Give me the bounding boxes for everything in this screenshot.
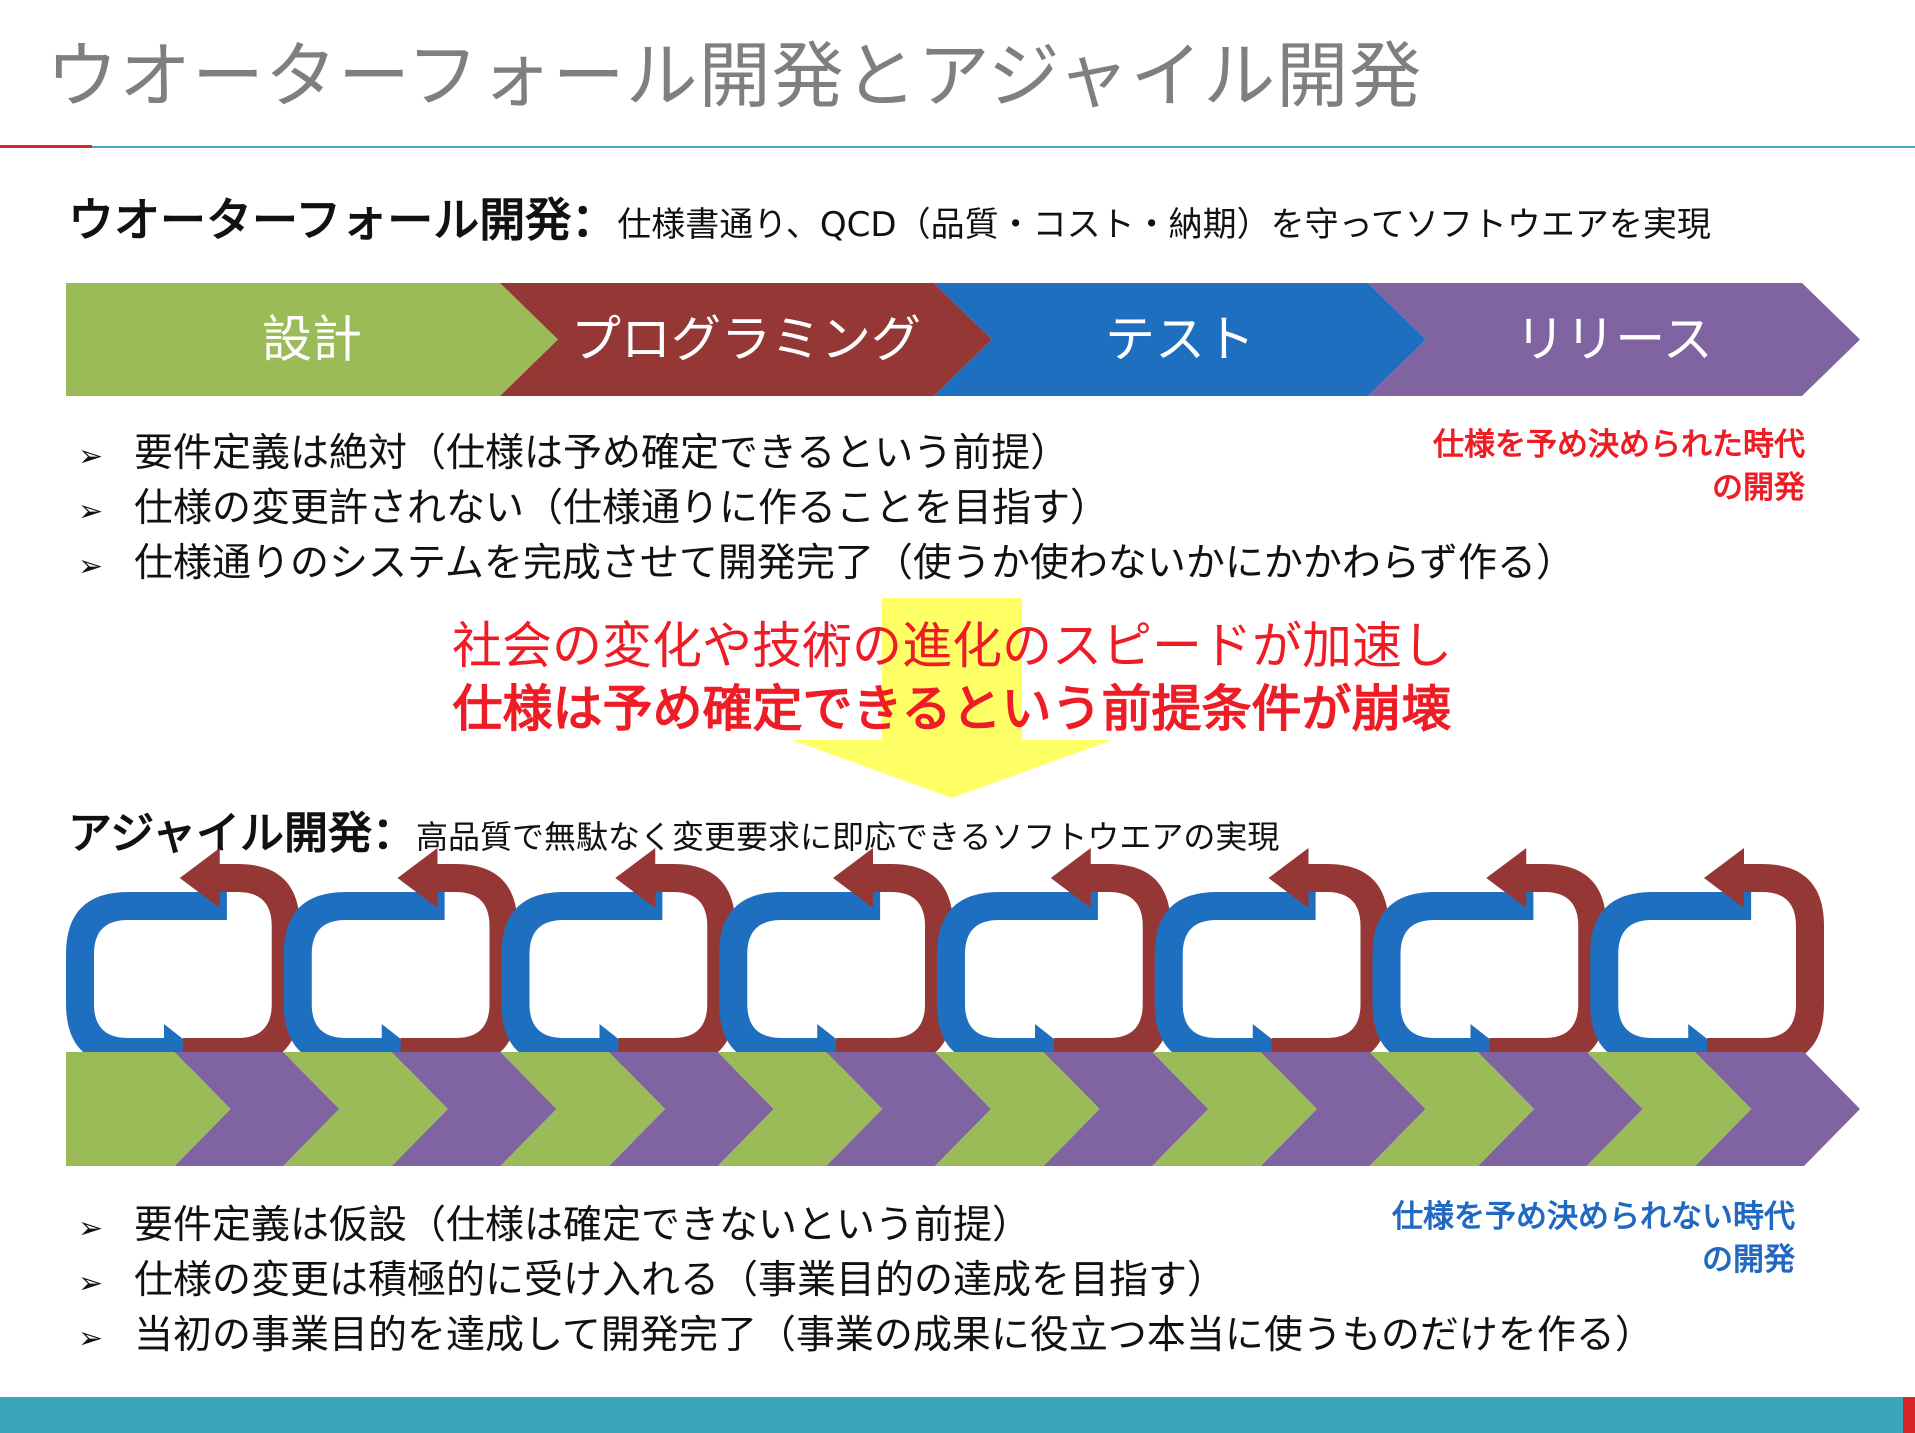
page-title: ウオーターフォール開発とアジャイル開発 (46, 34, 1423, 118)
bullet-arrow-icon: ➢ (78, 1321, 104, 1356)
chevron-segment (717, 1052, 883, 1166)
cycle-arrow-right-icon (1268, 848, 1389, 1066)
bullet-arrow-icon: ➢ (78, 494, 104, 529)
agile-era-note: 仕様を予め決められない時代 の開発 (1392, 1199, 1795, 1278)
iteration-cycle (283, 848, 518, 1084)
cycle-arrow-left-icon (1154, 892, 1316, 1084)
cycle-arrow-left-icon (719, 892, 881, 1084)
cycle-arrow-right-icon (179, 848, 300, 1066)
chevron-segment (935, 1052, 1100, 1166)
transition-line-2: 仕様は予め確定できるという前提条件が崩壊 (452, 680, 1452, 738)
agile-heading: アジャイル開発：高品質で無駄なく変更要求に即応できるソフトウエアの実現 (68, 812, 1279, 856)
transition-message: 社会の変化や技術の進化のスピードが加速し 仕様は予め確定できるという前提条件が崩… (412, 615, 1492, 741)
bullet-arrow-icon: ➢ (78, 1266, 104, 1301)
phase-label: プログラミング (571, 311, 921, 369)
phase-arrow (500, 283, 992, 396)
title-rule-blue (92, 146, 1915, 148)
agile-heading-title: アジャイル開発： (68, 808, 417, 859)
cycle-arrow-right-icon (1486, 848, 1607, 1066)
list-item: ➢仕様通りのシステムを完成させて開発完了（使うか使わないかにかかわらず作る） (78, 538, 1575, 593)
bullet-arrow-icon: ➢ (78, 1211, 104, 1246)
bullet-arrow-icon: ➢ (78, 549, 104, 584)
phase-label: テスト (1105, 311, 1255, 369)
waterfall-era-note: 仕様を予め決められた時代 の開発 (1433, 427, 1805, 506)
cycle-arrow-right-icon (1050, 848, 1171, 1066)
cycle-arrow-left-icon (66, 892, 227, 1084)
chevron-segment (1043, 1052, 1209, 1166)
chevron-segment (66, 1052, 231, 1166)
phase-arrow (66, 283, 558, 396)
cycle-arrow-right-icon (615, 848, 736, 1066)
chevron-segment (1152, 1052, 1317, 1166)
list-item: ➢要件定義は絶対（仕様は予め確定できるという前提） (78, 428, 1575, 483)
cycle-arrow-right-icon (397, 848, 518, 1066)
phase-arrow (934, 283, 1426, 396)
bullet-arrow-icon: ➢ (78, 439, 104, 474)
footer-band (0, 1397, 1915, 1433)
list-item: ➢要件定義は仮設（仕様は確定できないという前提） (78, 1200, 1654, 1255)
transition-line-1: 社会の変化や技術の進化のスピードが加速し (452, 617, 1452, 675)
iteration-cycle (719, 848, 953, 1084)
agile-bullet-list: ➢要件定義は仮設（仕様は確定できないという前提） ➢仕様の変更は積極的に受け入れ… (78, 1200, 1654, 1365)
phase-label: 設計 (262, 311, 362, 369)
chevron-segment (1586, 1052, 1752, 1166)
iteration-cycle (501, 848, 736, 1084)
cycle-arrow-left-icon (283, 892, 445, 1084)
chevron-segment (174, 1052, 340, 1166)
waterfall-heading-description: 仕様書通り、QCD（品質・コスト・納期）を守ってソフトウエアを実現 (617, 205, 1711, 245)
chevron-segment (1369, 1052, 1535, 1166)
iteration-cycle (1372, 848, 1607, 1084)
iteration-cycle (937, 848, 1171, 1084)
cycle-arrow-right-icon (833, 848, 953, 1066)
waterfall-heading: ウオーターフォール開発：仕様書通り、QCD（品質・コスト・納期）を守ってソフトウ… (68, 197, 1711, 243)
chevron-segment (283, 1052, 448, 1166)
list-item: ➢仕様の変更は積極的に受け入れる（事業目的の達成を目指す） (78, 1255, 1654, 1310)
title-rule-red (0, 145, 92, 148)
waterfall-bullet-list: ➢要件定義は絶対（仕様は予め確定できるという前提） ➢仕様の変更許されない（仕様… (78, 428, 1575, 593)
phase-label: リリース (1515, 311, 1713, 369)
down-arrow-icon (792, 598, 1112, 798)
cycle-arrow-left-icon (1372, 892, 1534, 1084)
waterfall-heading-title: ウオーターフォール開発： (68, 193, 618, 247)
phase-arrow (1368, 283, 1860, 396)
cycle-arrow-left-icon (501, 892, 663, 1084)
chevron-segment (1478, 1052, 1643, 1166)
chevron-segment (500, 1052, 666, 1166)
footer-accent (1903, 1397, 1915, 1433)
cycle-arrow-left-icon (937, 892, 1098, 1084)
chevron-segment (609, 1052, 774, 1166)
iteration-cycle (1590, 848, 1824, 1084)
chevron-segment (826, 1052, 991, 1166)
chevron-segment (391, 1052, 557, 1166)
cycle-arrow-left-icon (1590, 892, 1752, 1084)
iteration-cycle (1154, 848, 1389, 1084)
chevron-segment (1260, 1052, 1426, 1166)
list-item: ➢当初の事業目的を達成して開発完了（事業の成果に役立つ本当に使うものだけを作る） (78, 1310, 1654, 1365)
cycle-arrow-right-icon (1704, 848, 1824, 1066)
chevron-segment (1695, 1052, 1860, 1166)
list-item: ➢仕様の変更許されない（仕様通りに作ることを目指す） (78, 483, 1575, 538)
agile-heading-description: 高品質で無駄なく変更要求に即応できるソフトウエアの実現 (416, 818, 1280, 856)
iteration-cycle (66, 848, 300, 1084)
